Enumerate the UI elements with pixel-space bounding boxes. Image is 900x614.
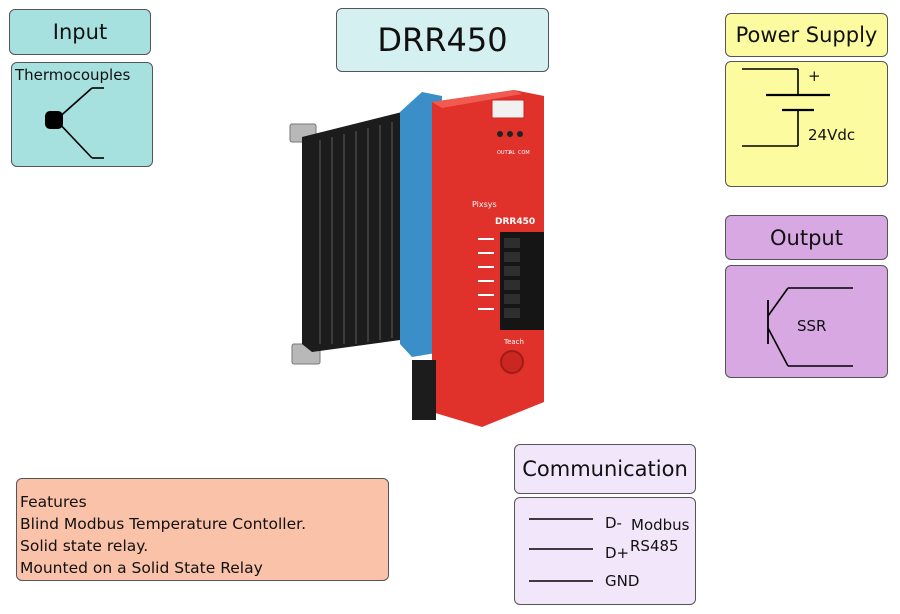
led-label-out1: OUT1 (497, 150, 511, 156)
feature-item: Mounted on a Solid State Relay (20, 559, 263, 577)
device-brand-text: Pixsys (472, 200, 497, 209)
side-connector (412, 360, 436, 420)
gnd-label: GND (605, 572, 640, 590)
feature-item: Solid state relay. (20, 537, 149, 555)
modbus-label: Modbus (631, 516, 690, 534)
input-header-text: Input (52, 20, 108, 44)
communication-header-text: Communication (522, 457, 688, 481)
led-label-al: AL (509, 150, 515, 156)
teach-button-label: Teach (503, 338, 524, 346)
din-housing (400, 92, 442, 357)
communication-lines (529, 518, 593, 582)
feature-item: Blind Modbus Temperature Contoller. (20, 515, 307, 533)
features-heading: Features (20, 493, 87, 511)
battery-symbol (742, 68, 830, 147)
transistor-symbol (767, 287, 853, 367)
page-title: DRR450 (377, 21, 508, 59)
power-supply-header-text: Power Supply (735, 23, 878, 47)
device-illustration: OUT1 AL COM Pixsys DRR450 Teach (289, 90, 544, 427)
input-panel: Thermocouples (11, 62, 153, 167)
features-box: Features Blind Modbus Temperature Contol… (16, 478, 389, 581)
thermocouples-label: Thermocouples (15, 66, 131, 84)
rs485-label: RS485 (630, 537, 679, 555)
d-plus-label: D+ (605, 544, 630, 562)
thermocouple-symbol (45, 87, 104, 159)
communication-header: Communication (514, 444, 696, 494)
d-minus-label: D- (605, 514, 622, 532)
power-supply-panel: + 24Vdc (725, 61, 888, 187)
voltage-label: 24Vdc (808, 126, 856, 144)
teach-button (500, 350, 524, 374)
red-module (432, 90, 544, 427)
communication-panel: D- D+ GND Modbus RS485 (514, 497, 696, 605)
ssr-label: SSR (797, 317, 827, 335)
output-header: Output (725, 215, 888, 260)
title-box: DRR450 (336, 8, 549, 72)
device-model-text: DRR450 (495, 217, 535, 227)
output-header-text: Output (770, 225, 843, 250)
output-panel: SSR (725, 265, 888, 378)
plus-symbol: + (808, 67, 821, 85)
led-label-com: COM (518, 150, 530, 156)
input-header: Input (9, 9, 151, 55)
label-window (491, 99, 525, 119)
power-supply-header: Power Supply (725, 13, 888, 57)
